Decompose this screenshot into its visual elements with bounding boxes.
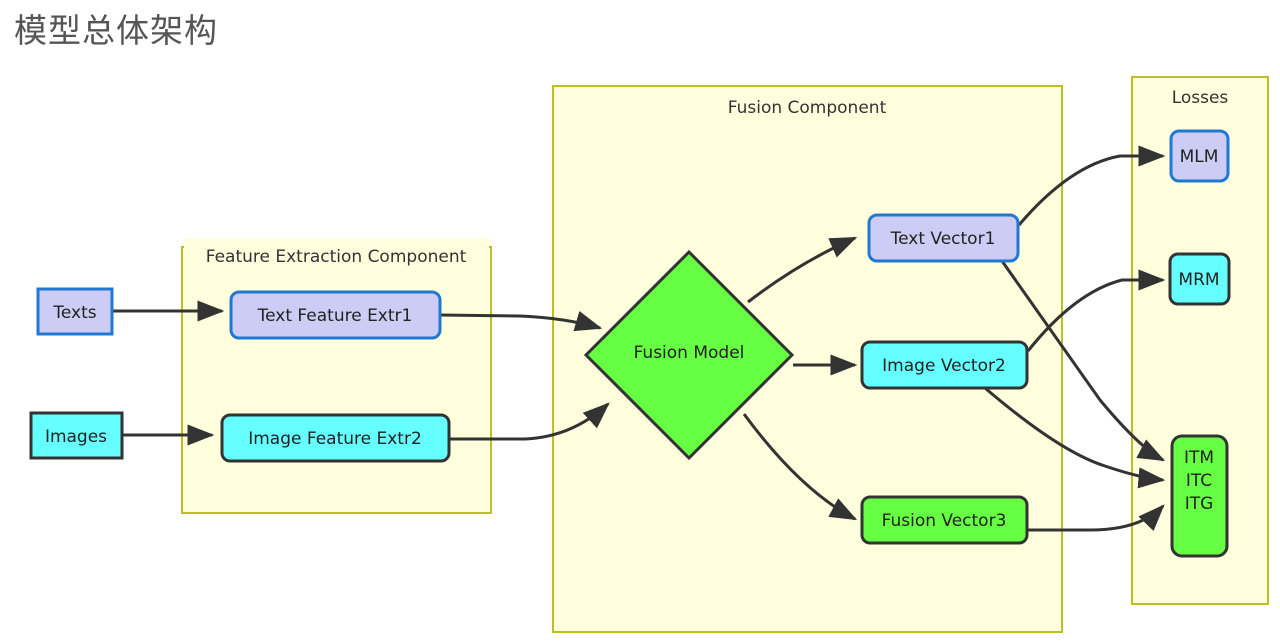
edge-image-vector2-to-itm xyxy=(984,386,1166,489)
edge-text-feature-extr1-to-fusion-model xyxy=(439,310,603,332)
node-label-texts: Texts xyxy=(52,303,96,323)
node-label-fusion-model: Fusion Model xyxy=(634,343,745,363)
node-texts[interactable]: Texts xyxy=(36,287,114,336)
node-label-itg: ITG xyxy=(1185,494,1214,514)
node-text-feature-extr1[interactable]: Text Feature Extr1 xyxy=(229,290,442,340)
edge-text-vector1-to-itm xyxy=(1000,260,1166,462)
edge-fusion-vector3-to-itm xyxy=(1028,504,1165,532)
edge-fusion-model-to-fusion-vector3 xyxy=(742,413,858,521)
node-fusion-model[interactable]: Fusion Model xyxy=(583,249,795,461)
node-mlm[interactable]: MLM xyxy=(1169,129,1230,183)
page-title: 模型总体架构 xyxy=(14,11,218,50)
node-image-vector2[interactable]: Image Vector2 xyxy=(860,340,1029,390)
node-label-text-vector1: Text Vector1 xyxy=(890,229,996,249)
node-mrm[interactable]: MRM xyxy=(1168,252,1231,306)
container-label-feature-extraction: Feature Extraction Component xyxy=(206,247,467,267)
node-label-images: Images xyxy=(45,427,107,447)
node-itm-itc-itg[interactable]: ITM ITC ITG xyxy=(1170,434,1229,558)
node-label-image-feature-extr2: Image Feature Extr2 xyxy=(248,429,422,449)
node-label-image-vector2: Image Vector2 xyxy=(882,356,1006,376)
container-label-fusion: Fusion Component xyxy=(728,98,887,118)
edge-image-vector2-to-mrm xyxy=(1026,269,1166,352)
edge-text-vector1-to-mlm xyxy=(1017,145,1166,226)
node-images[interactable]: Images xyxy=(29,411,124,460)
edge-image-feature-extr2-to-fusion-model xyxy=(449,402,610,441)
edges-layer xyxy=(113,145,1166,532)
node-label-itc: ITC xyxy=(1186,471,1212,491)
container-label-losses: Losses xyxy=(1172,88,1229,108)
node-fusion-vector3[interactable]: Fusion Vector3 xyxy=(860,495,1029,545)
node-label-mlm: MLM xyxy=(1180,147,1219,167)
node-label-text-feature-extr1: Text Feature Extr1 xyxy=(257,306,413,326)
node-text-vector1[interactable]: Text Vector1 xyxy=(867,213,1020,263)
edge-fusion-model-to-text-vector1 xyxy=(747,236,858,304)
node-label-itm: ITM xyxy=(1184,448,1214,468)
container-feature-extraction: Feature Extraction Component xyxy=(181,238,492,514)
node-image-feature-extr2[interactable]: Image Feature Extr2 xyxy=(220,413,451,463)
node-label-mrm: MRM xyxy=(1178,270,1219,290)
node-label-fusion-vector3: Fusion Vector3 xyxy=(882,511,1007,531)
